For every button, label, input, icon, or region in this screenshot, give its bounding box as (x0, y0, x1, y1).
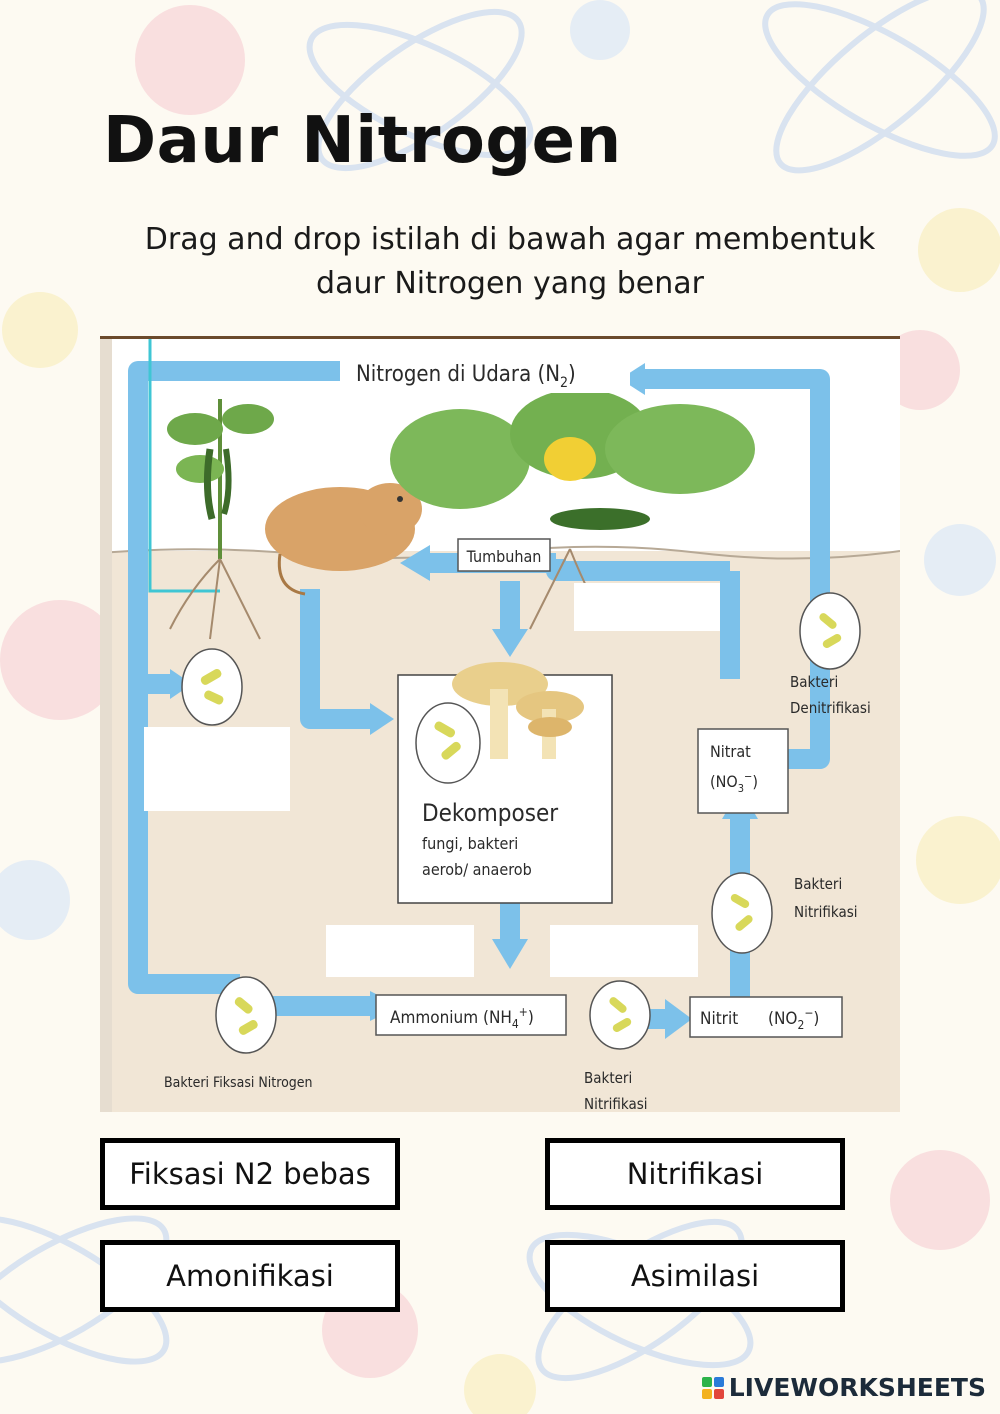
ammonium-sup: + (519, 1005, 528, 1019)
fixation-label: Bakteri Fiksasi Nitrogen (164, 1075, 313, 1091)
denitrification-line1: Bakteri (790, 673, 838, 691)
option-amonifikasi[interactable]: Amonifikasi (100, 1240, 400, 1312)
nitrite-label: Nitrit (700, 1009, 738, 1029)
plant-label: Tumbuhan (466, 547, 542, 566)
drop-zone-2[interactable] (144, 727, 290, 811)
nitrite-formula-text: (NO (768, 1009, 797, 1029)
decomposer-line1: fungi, bakteri (422, 834, 518, 853)
option-nitrifikasi[interactable]: Nitrifikasi (545, 1138, 845, 1210)
nitrification-right-line2: Nitrifikasi (794, 903, 858, 921)
nitrification-bottom-line2: Nitrifikasi (584, 1095, 648, 1112)
bacteria-icon (416, 703, 480, 783)
decomposer-title: Dekomposer (422, 799, 558, 827)
brand-logo-icon (701, 1376, 725, 1400)
nitrification-bottom-line1: Bakteri (584, 1069, 632, 1087)
nitrogen-cycle-diagram: Nitrogen di Udara (N2) Tumbuhan Dekompos… (100, 336, 900, 1112)
brand-logo[interactable]: LIVEWORKSHEETS (701, 1373, 986, 1402)
nitrification-right-line1: Bakteri (794, 875, 842, 893)
nitrate-sub: 3 (738, 782, 744, 795)
denitrification-line2: Denitrifikasi (790, 699, 871, 717)
ammonium-close: ) (528, 1008, 534, 1028)
bacteria-circle-left (182, 649, 242, 725)
bacteria-circle-denitrification (800, 593, 860, 669)
nitrate-close: ) (752, 772, 758, 791)
nitrate-formula-text: (NO (710, 772, 738, 791)
nitrite-sup: − (804, 1006, 813, 1020)
bacteria-circle-right-nitrification (712, 873, 772, 953)
bacteria-circle-bottom-nitrification (590, 981, 650, 1049)
page-title: Daur Nitrogen (103, 104, 622, 178)
option-asimilasi[interactable]: Asimilasi (545, 1240, 845, 1312)
nitrite-close: ) (813, 1009, 819, 1029)
decomposer-line2: aerob/ anaerob (422, 860, 532, 879)
air-nitrogen-close: ) (568, 362, 576, 387)
air-nitrogen-label: Nitrogen di Udara (N2) (356, 362, 576, 391)
drop-zone-3[interactable] (326, 925, 474, 977)
nitrate-sup: − (744, 770, 752, 783)
left-edge-strip (100, 339, 112, 1112)
ammonium-text: Ammonium (NH (390, 1008, 512, 1028)
air-nitrogen-text: Nitrogen di Udara (N (356, 362, 560, 387)
bacteria-circle-fixation (216, 977, 276, 1053)
instructions: Drag and drop istilah di bawah agar memb… (120, 218, 900, 306)
drop-zone-1[interactable] (574, 583, 720, 631)
ammonium-sub: 4 (512, 1017, 519, 1031)
diagram-canvas: Nitrogen di Udara (N2) Tumbuhan Dekompos… (100, 339, 900, 1112)
nitrite-sub: 2 (797, 1018, 804, 1032)
air-nitrogen-sub: 2 (560, 375, 568, 391)
brand-name: LIVEWORKSHEETS (729, 1373, 986, 1402)
drop-zone-4[interactable] (550, 925, 698, 977)
nitrate-label: Nitrat (710, 742, 751, 761)
option-fiksasi[interactable]: Fiksasi N2 bebas (100, 1138, 400, 1210)
